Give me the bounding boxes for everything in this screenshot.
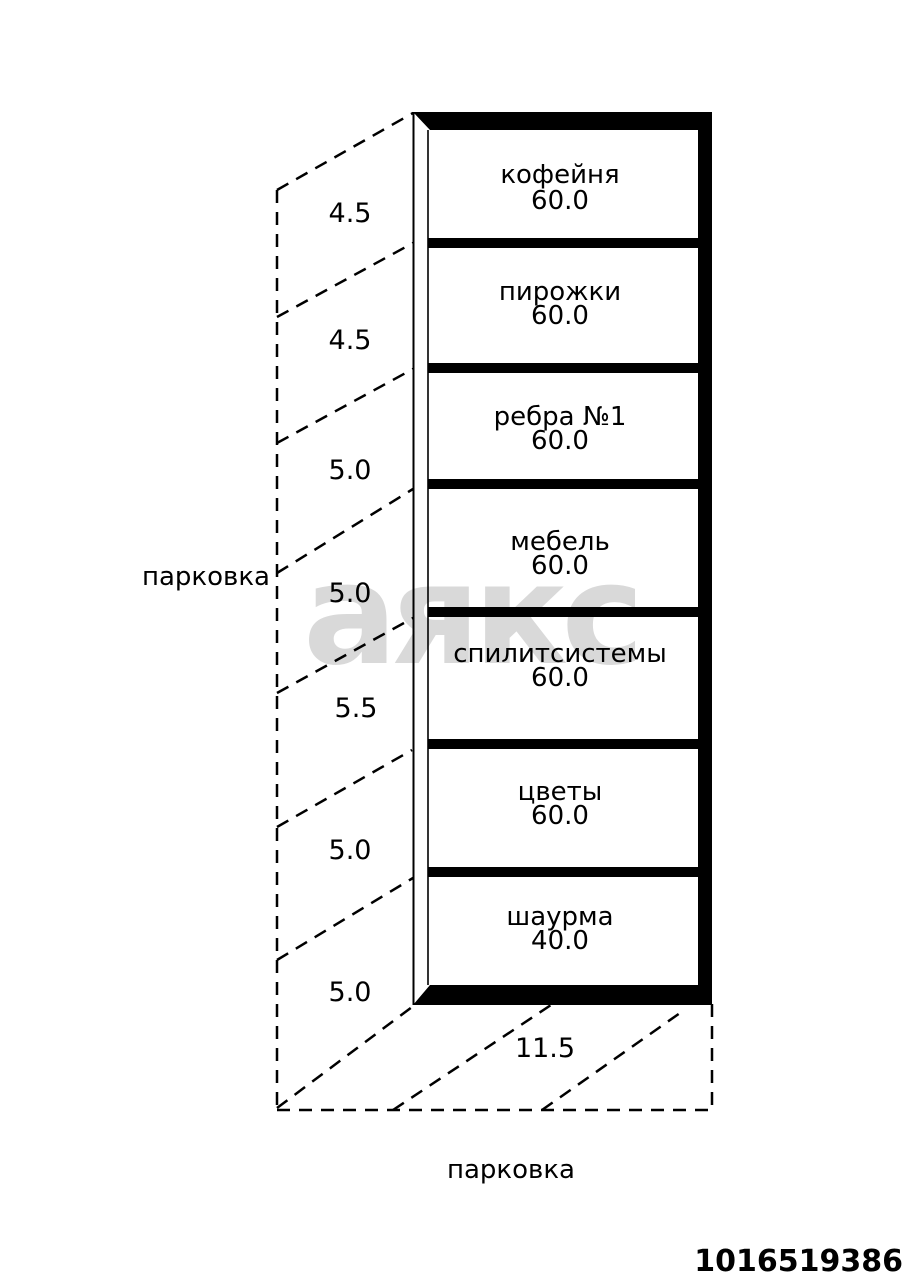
building-top-wall: [413, 112, 712, 130]
unit-area-label: 40.0: [531, 926, 589, 956]
unit-name-label: пирожки: [499, 277, 621, 307]
parking-label-bottom: парковка: [447, 1155, 575, 1185]
unit-name-label: шаурма: [506, 902, 613, 932]
unit-name: кофейня: [500, 160, 619, 190]
unit-row-pirozhki: пирожки 60.0: [499, 277, 621, 331]
unit-name-label: мебель: [510, 527, 610, 557]
hatch-line-9: [392, 1001, 555, 1112]
parking-label-left: парковка: [142, 562, 270, 592]
hatch-line-4: [276, 487, 414, 575]
unit-row-kofeynya: кофейня 60.0: [500, 160, 619, 216]
unit-name-label: цветы: [518, 777, 603, 807]
hatch-line-6: [276, 748, 413, 829]
unit-area-label: 60.0: [531, 186, 589, 216]
unit-divider-3: [428, 479, 698, 489]
side-measurement-2: 4.5: [329, 325, 372, 356]
unit-divider-1: [428, 238, 698, 248]
hatch-line-1: [276, 111, 414, 192]
unit-area-label: 60.0: [531, 551, 589, 581]
listing-id: 1016519386: [694, 1244, 903, 1279]
unit-name-label: спилитсистемы: [453, 639, 667, 669]
hatch-line-2: [276, 241, 414, 319]
side-measurement-4: 5.0: [329, 578, 372, 609]
side-measurement-3: 5.0: [329, 455, 372, 486]
unit-area-label: 60.0: [531, 801, 589, 831]
unit-row-tsvety: цветы 60.0: [518, 777, 603, 831]
building-bottom-wall: [413, 985, 712, 1005]
unit-row-splitsistemy: спилитсистемы 60.0: [453, 639, 667, 693]
unit-divider-5: [428, 739, 698, 749]
unit-area-label: 60.0: [531, 301, 589, 331]
bottom-width-measurement: 11.5: [515, 1033, 575, 1064]
unit-row-shaurma: шаурма 40.0: [506, 902, 613, 956]
unit-area-label: 60.0: [531, 663, 589, 693]
unit-divider-2: [428, 363, 698, 373]
side-measurement-5: 5.5: [335, 693, 378, 724]
hatch-line-8: [276, 1002, 417, 1110]
unit-name-label: ребра №1: [494, 402, 627, 432]
hatch-line-10: [541, 1011, 681, 1112]
unit-divider-4: [428, 607, 698, 617]
hatch-line-5: [276, 616, 414, 695]
side-measurement-6: 5.0: [329, 835, 372, 866]
side-measurement-1: 4.5: [329, 198, 372, 229]
unit-area-label: 60.0: [531, 426, 589, 456]
unit-row-rebra: ребра №1 60.0: [494, 402, 627, 456]
building-right-wall: [698, 112, 712, 1005]
unit-row-mebel: мебель 60.0: [510, 527, 610, 581]
hatch-line-3: [276, 367, 414, 445]
side-measurement-7: 5.0: [329, 977, 372, 1008]
unit-divider-6: [428, 867, 698, 877]
hatch-line-7: [276, 876, 414, 962]
